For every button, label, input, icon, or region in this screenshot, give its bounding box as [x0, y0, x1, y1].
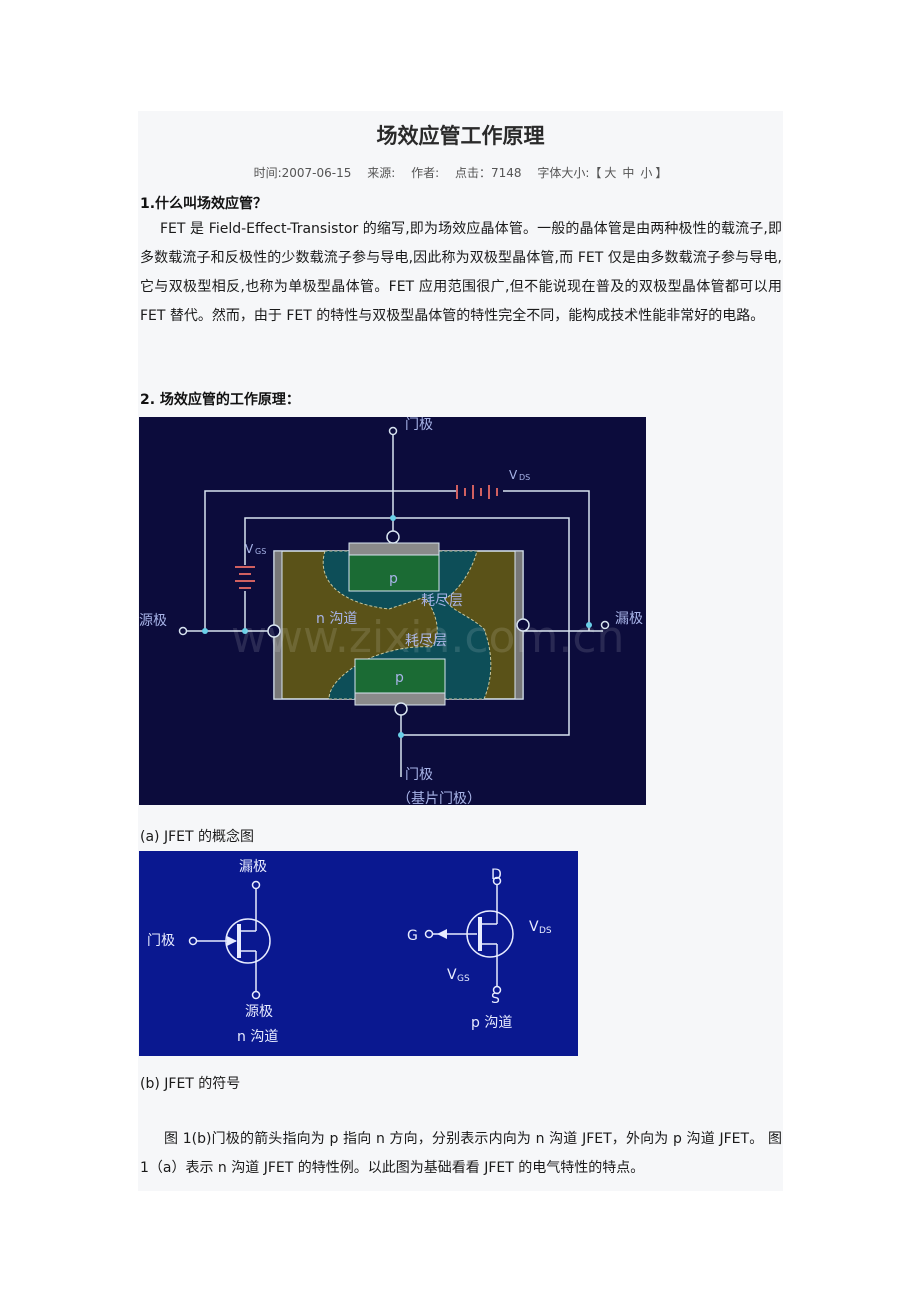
n-terminals [188, 880, 261, 1000]
label-p-bottom: p [395, 670, 404, 686]
watermark: www.zixin.com.cn [231, 612, 624, 663]
section1-heading: 1.什么叫场效应管？ [140, 196, 268, 212]
circuit-wires [183, 435, 603, 777]
label-vds-v: V [509, 468, 518, 482]
label-drain: 漏极 [615, 611, 643, 627]
p-terminals [424, 876, 502, 995]
label-vds-sub: DS [519, 473, 530, 482]
page-title: 场效应管工作原理 [376, 124, 545, 148]
label-gate-top: 门极 [405, 417, 433, 433]
font-size-switcher: 字体大小:【大中小】 [537, 166, 667, 180]
label-depletion-bottom: 耗尽层 [405, 633, 447, 649]
label-depletion-top: 耗尽层 [421, 593, 463, 609]
label-n-channel-name: n 沟道 [237, 1029, 278, 1045]
meta-clicks: 点击：7148 [454, 166, 522, 180]
meta-author: 作者: [411, 166, 440, 180]
font-size-medium-link[interactable]: 中 [622, 166, 635, 180]
label-n-source: 源极 [245, 1004, 273, 1020]
figure-b-caption: (b) JFET 的符号 [140, 1076, 241, 1092]
label-p-top: p [389, 571, 398, 587]
label-n-channel: n 沟道 [316, 611, 357, 627]
meta-source: 来源: [367, 166, 396, 180]
label-p-vds-v: V [529, 919, 539, 935]
n-channel-symbol [195, 889, 271, 991]
font-size-label: 字体大小:【 [537, 166, 602, 180]
section1-body: FET 是 Field-Effect-Transistor 的缩写,即为场效应晶… [140, 221, 782, 324]
label-source: 源极 [139, 613, 167, 629]
figure-a-caption: (a) JFET 的概念图 [140, 829, 254, 845]
meta-time: 时间:2007-06-15 [253, 166, 352, 180]
label-p-channel-name: p 沟道 [471, 1015, 512, 1031]
diagram-labels: 门极 V DS V GS 源极 漏极 n 沟道 耗尽层 耗尽层 p p 门极 （… [139, 417, 643, 805]
font-size-small-link[interactable]: 小 [640, 166, 653, 180]
label-gate-bottom-note: （基片门极） [397, 790, 481, 805]
label-n-drain: 漏极 [239, 859, 267, 875]
symbol-labels: 漏极 门极 源极 n 沟道 D G S V DS V GS p 沟道 [147, 859, 552, 1045]
terminal-circles [178, 426, 610, 716]
font-size-end: 】 [655, 166, 668, 180]
label-n-gate: 门极 [147, 933, 175, 949]
label-gate-bottom: 门极 [405, 767, 433, 783]
label-p-vds-sub: DS [539, 926, 552, 936]
label-p-source: S [491, 991, 500, 1007]
font-size-large-link[interactable]: 大 [604, 166, 617, 180]
label-p-drain: D [491, 867, 502, 883]
n-gate-arrow-icon [227, 936, 237, 946]
label-vgs-v: V [245, 542, 254, 556]
jfet-concept-diagram: 门极 V DS V GS 源极 漏极 n 沟道 耗尽层 耗尽层 p p 门极 （… [139, 417, 646, 805]
label-p-gate: G [407, 928, 418, 944]
diagram-background [139, 851, 578, 1056]
section2-heading: 2. 场效应管的工作原理： [140, 392, 300, 408]
vds-battery-icon [456, 483, 503, 501]
p-gate-arrow-icon [437, 929, 447, 939]
article-meta: 时间:2007-06-15 来源: 作者: 点击：7148 字体大小:【大中小】 [138, 164, 783, 181]
vgs-battery-icon [235, 565, 255, 591]
junction-dots [202, 515, 592, 738]
label-p-vgs-v: V [447, 967, 457, 983]
jfet-symbol-diagram: 漏极 门极 源极 n 沟道 D G S V DS V GS p 沟道 [139, 851, 578, 1056]
label-p-vgs-sub: GS [457, 974, 470, 984]
jfet-body [273, 542, 524, 706]
closing-paragraph: 图 1(b)门极的箭头指向为 p 指向 n 方向，分别表示内向为 n 沟道 JF… [140, 1131, 782, 1176]
label-vgs-sub: GS [255, 547, 266, 556]
